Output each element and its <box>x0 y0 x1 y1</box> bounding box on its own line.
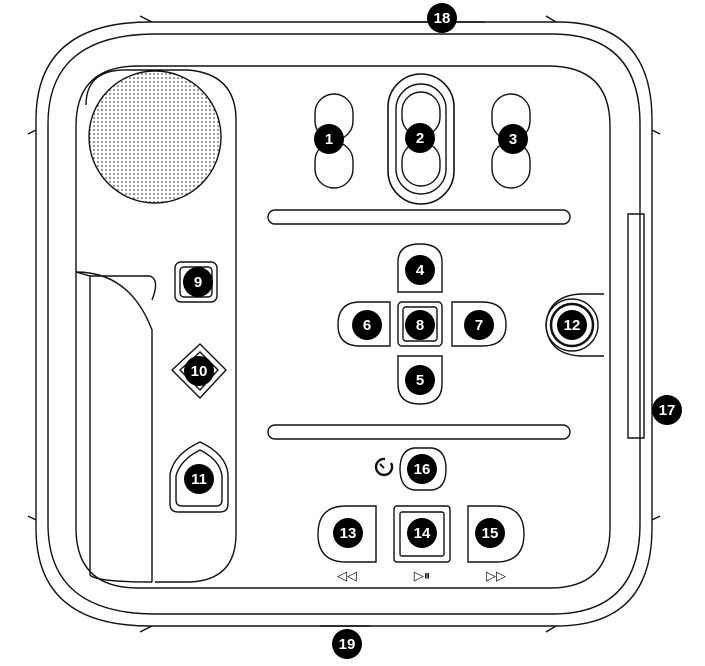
callout-number: 8 <box>416 317 424 334</box>
callout-badge-4: 4 <box>405 255 435 285</box>
callout-badge-circle <box>314 124 344 154</box>
sleep-timer-button[interactable] <box>399 447 447 491</box>
diamond-button-10[interactable] <box>171 343 227 399</box>
callout-number: 19 <box>339 636 356 653</box>
callout-number: 15 <box>482 525 499 542</box>
callout-badge-circle <box>498 124 528 154</box>
callout-badge-11: 11 <box>184 464 214 494</box>
callout-badge-2: 2 <box>405 123 435 153</box>
callout-badge-7: 7 <box>464 310 494 340</box>
callout-badge-16: 16 <box>407 454 437 484</box>
callout-badge-circle <box>332 629 362 659</box>
shield-button-11-inner <box>175 449 223 507</box>
callout-badge-circle <box>557 310 587 340</box>
center-select-button[interactable] <box>397 301 443 347</box>
callout-number: 2 <box>416 130 424 147</box>
rewind-button[interactable] <box>317 505 377 563</box>
rewind-symbol: ◁◁ <box>337 569 357 584</box>
callout-number: 17 <box>659 402 676 419</box>
callout-badge-10: 10 <box>184 356 214 386</box>
callout-badge-circle <box>352 310 382 340</box>
callout-number: 12 <box>564 317 581 334</box>
callout-badge-circle <box>652 395 682 425</box>
callout-badge-1: 1 <box>314 124 344 154</box>
fast-forward-symbol: ▷▷ <box>486 569 506 584</box>
callout-badge-18: 18 <box>427 3 457 33</box>
callout-badge-circle <box>407 454 437 484</box>
callout-badge-5: 5 <box>405 365 435 395</box>
callout-number: 3 <box>509 131 517 148</box>
callout-badge-circle <box>405 310 435 340</box>
rocker-button-2[interactable] <box>387 73 455 205</box>
callout-badge-8: 8 <box>405 310 435 340</box>
callout-badge-circle <box>183 267 213 297</box>
callout-number: 16 <box>414 461 431 478</box>
callout-badge-circle <box>184 356 214 386</box>
callout-badge-circle <box>405 123 435 153</box>
callout-number: 18 <box>434 10 451 27</box>
callout-badge-circle <box>405 365 435 395</box>
left-button-9[interactable] <box>174 261 218 303</box>
callout-badge-12: 12 <box>557 310 587 340</box>
shield-button-11[interactable] <box>169 441 229 513</box>
callout-number: 9 <box>194 274 202 291</box>
callout-badge-9: 9 <box>183 267 213 297</box>
left-arrow-button[interactable] <box>337 301 391 347</box>
device-body <box>27 15 661 633</box>
callout-number: 10 <box>191 363 208 380</box>
speaker-grille <box>88 70 222 204</box>
center-select-inner-ring <box>402 306 438 342</box>
callout-badge-circle <box>464 310 494 340</box>
callout-badge-19: 19 <box>332 629 362 659</box>
callout-number: 7 <box>475 317 483 334</box>
down-arrow-button[interactable] <box>397 355 443 405</box>
callout-badge-14: 14 <box>407 518 437 548</box>
callout-badge-15: 15 <box>475 518 505 548</box>
callout-number: 13 <box>340 525 357 542</box>
play-pause-symbol: ▷⏸ <box>414 569 431 584</box>
callout-number: 14 <box>414 525 431 542</box>
play-pause-button[interactable] <box>393 505 451 563</box>
callout-number: 6 <box>363 317 371 334</box>
callout-badge-circle <box>475 518 505 548</box>
right-arrow-button[interactable] <box>451 301 507 347</box>
callout-badge-circle <box>407 518 437 548</box>
timer-icon <box>374 457 394 477</box>
up-arrow-button[interactable] <box>397 243 443 293</box>
callout-number: 5 <box>416 372 424 389</box>
callout-badge-6: 6 <box>352 310 382 340</box>
callout-badge-circle <box>184 464 214 494</box>
callout-badge-3: 3 <box>498 124 528 154</box>
callout-number: 1 <box>325 131 333 148</box>
callout-badge-circle <box>427 3 457 33</box>
callout-badge-13: 13 <box>333 518 363 548</box>
callout-number: 11 <box>191 471 207 488</box>
side-round-button[interactable] <box>545 293 604 357</box>
callout-badge-circle <box>333 518 363 548</box>
callout-badge-circle <box>405 255 435 285</box>
fast-forward-button[interactable] <box>467 505 525 563</box>
callout-number: 4 <box>416 262 425 279</box>
callout-badge-17: 17 <box>652 395 682 425</box>
